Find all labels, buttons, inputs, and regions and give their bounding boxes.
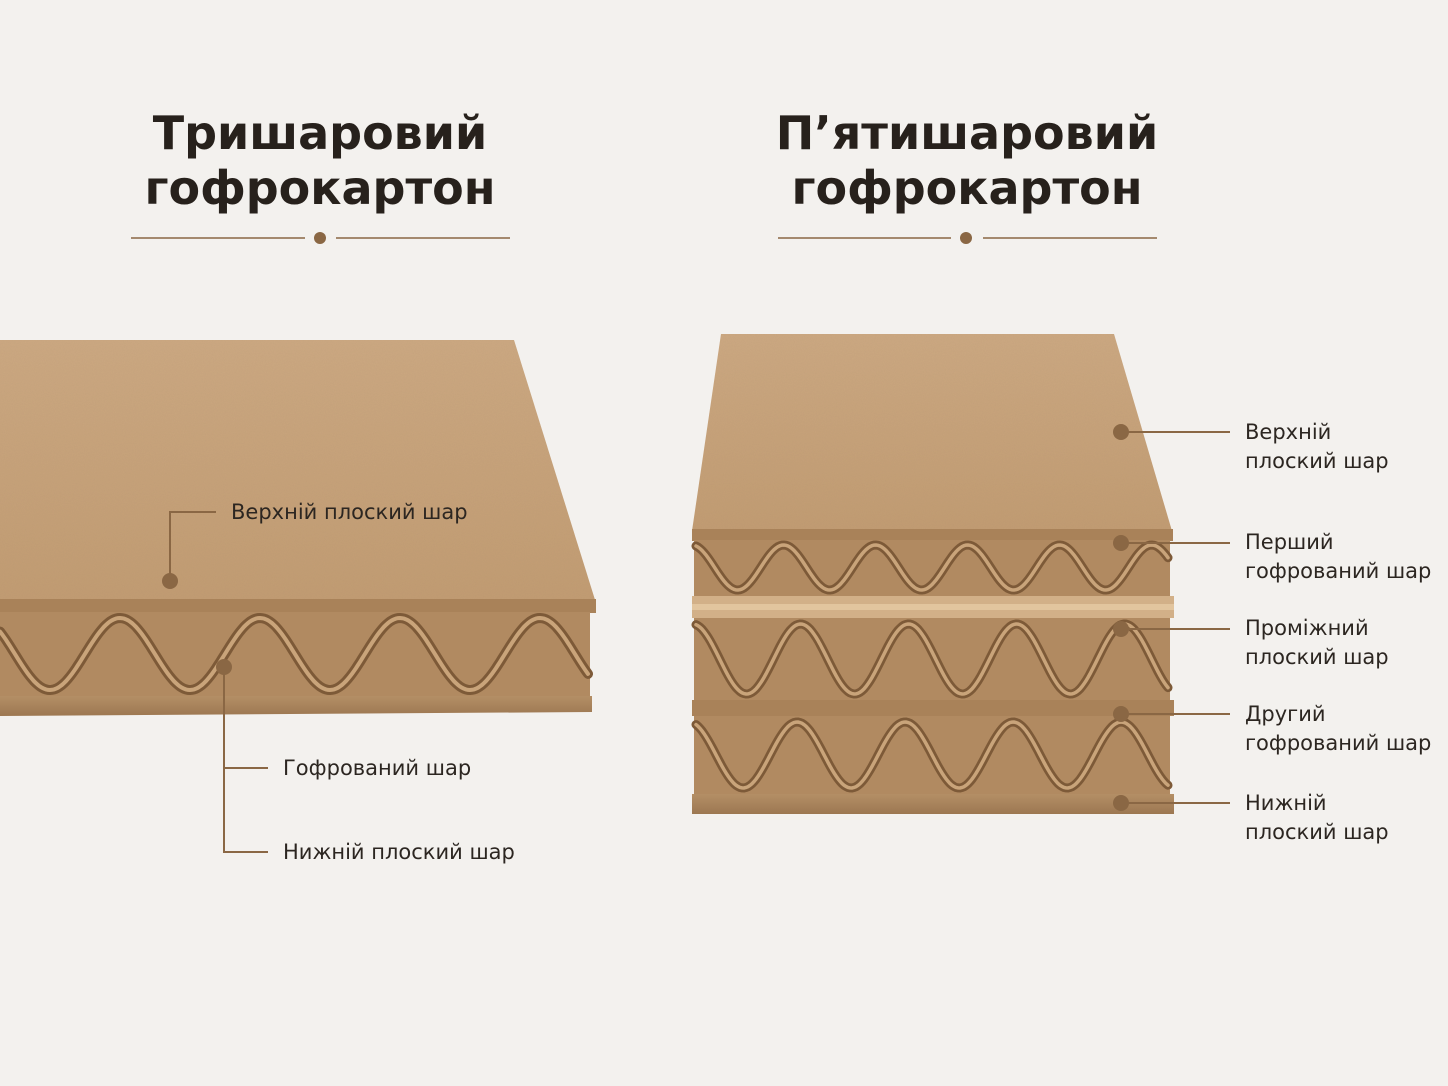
five-layer-bottom-liner-label: Нижній плоский шар [1245, 789, 1389, 847]
five-layer-middle-liner-label: Проміжний плоский шар [1245, 614, 1389, 672]
five-layer-second-flute-line2: гофрований шар [1245, 731, 1432, 755]
five-layer-second-flute-label: Другий гофрований шар [1245, 700, 1431, 758]
five-layer-bottom-liner-line1: Нижній [1245, 791, 1327, 815]
three-layer-title-line1: Тришаровий [152, 106, 488, 160]
five-layer-middle-liner-line1: Проміжний [1245, 616, 1369, 640]
five-layer-title: П’ятишаровий гофрокартон [767, 106, 1167, 216]
three-layer-title-line2: гофрокартон [144, 161, 496, 215]
five-layer-first-flute-label: Перший гофрований шар [1245, 528, 1431, 586]
five-layer-title-divider [778, 232, 1157, 244]
three-layer-top-liner-label: Верхній плоский шар [231, 500, 468, 524]
three-layer-sample [0, 340, 596, 716]
five-layer-markers [1113, 424, 1129, 811]
five-layer-first-flute-line2: гофрований шар [1245, 559, 1432, 583]
five-layer-bottom-liner-line2: плоский шар [1245, 820, 1389, 844]
five-layer-top-liner-line2: плоский шар [1245, 449, 1389, 473]
three-layer-bottom-liner-label: Нижній плоский шар [283, 840, 515, 864]
five-layer-title-line2: гофрокартон [791, 161, 1143, 215]
five-layer-second-flute-line1: Другий [1245, 702, 1326, 726]
five-layer-top-liner-line1: Верхній [1245, 420, 1332, 444]
three-layer-flute-marker [216, 659, 232, 675]
three-layer-title-divider [131, 232, 510, 244]
three-layer-leaders [169, 511, 268, 853]
five-layer-title-line1: П’ятишаровий [775, 106, 1159, 160]
five-layer-first-flute-line1: Перший [1245, 530, 1334, 554]
five-layer-sample [691, 334, 1174, 814]
five-layer-leaders [1121, 431, 1230, 804]
three-layer-top-marker [162, 573, 178, 589]
five-layer-middle-liner-line2: плоский шар [1245, 645, 1389, 669]
three-layer-title: Тришаровий гофрокартон [120, 106, 520, 216]
three-layer-flute-label: Гофрований шар [283, 756, 472, 780]
five-layer-top-liner-label: Верхній плоский шар [1245, 418, 1389, 476]
